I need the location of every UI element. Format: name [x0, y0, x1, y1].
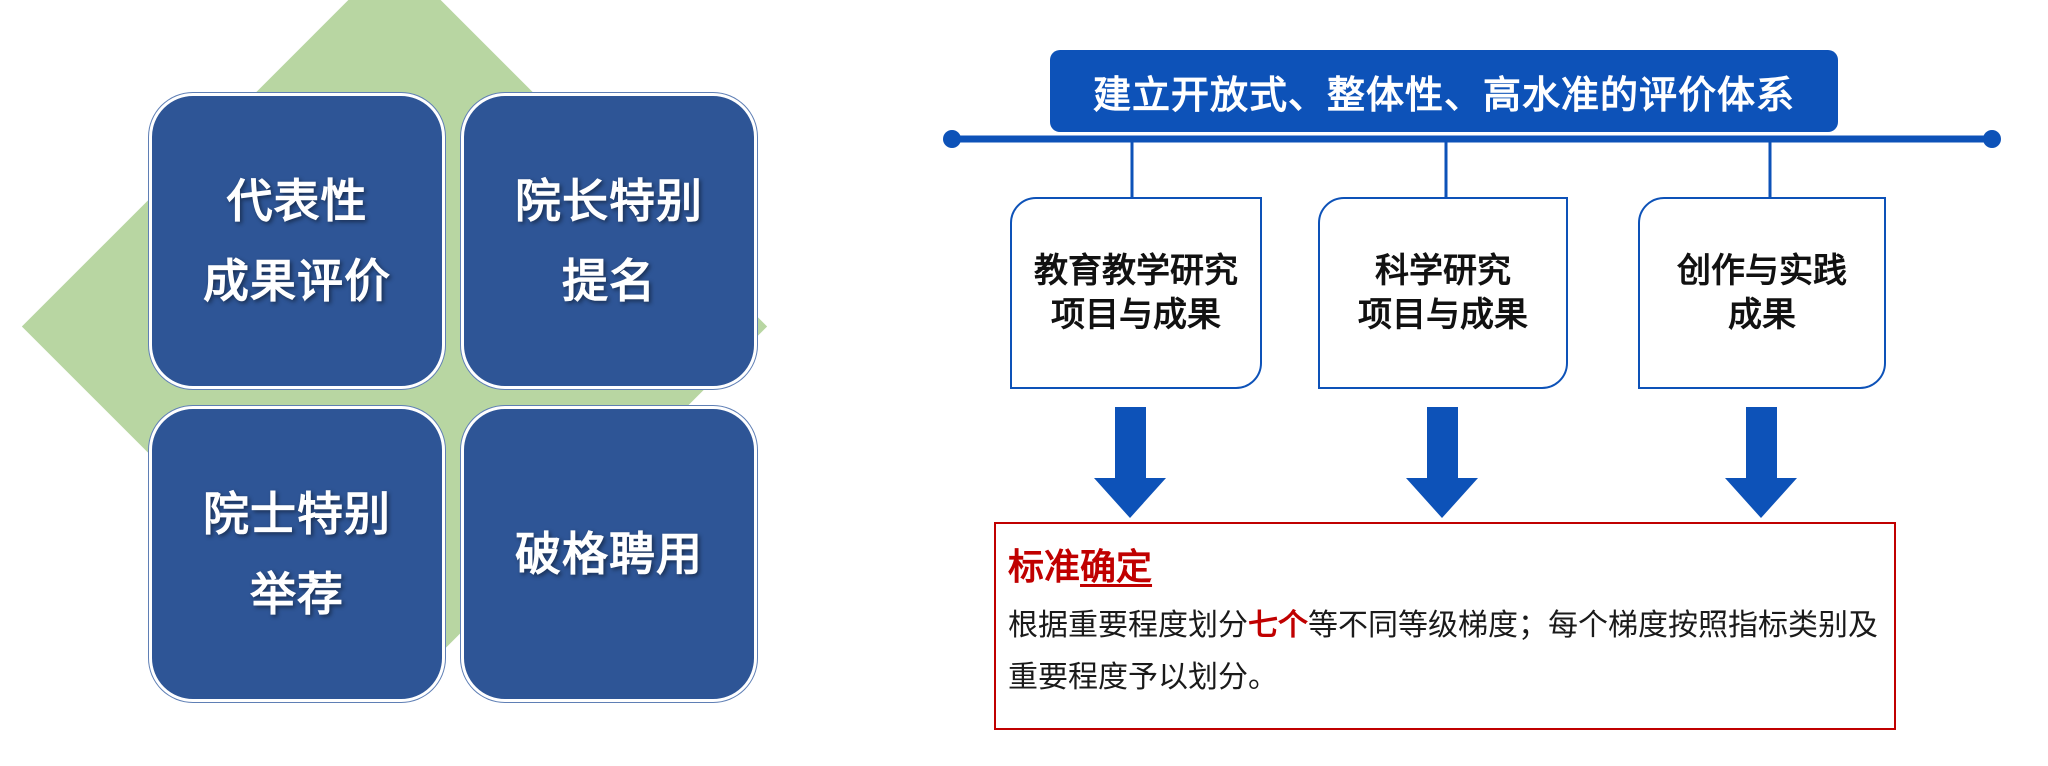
tile-exceptional-hiring: 破格聘用: [461, 406, 757, 702]
tile-label-line2: 提名: [562, 254, 656, 308]
tile-label-line2: 举荐: [250, 567, 344, 621]
tile-representative-achievement: 代表性 成果评价: [149, 93, 445, 389]
standard-title-part2: 确定: [1080, 547, 1153, 588]
category-scientific-research: 科学研究 项目与成果: [1318, 197, 1568, 389]
standard-text-after: 等不同等级梯度；每个梯度按照指标类别及重要程度予以划分。: [1008, 608, 1878, 695]
category-creation-practice: 创作与实践 成果: [1638, 197, 1886, 389]
standard-text-highlight: 七个: [1248, 608, 1308, 643]
tile-label-line1: 院长特别: [515, 174, 703, 228]
tile-academician-recommendation: 院士特别 举荐: [149, 406, 445, 702]
bar-right-end-dot: [1983, 130, 2001, 148]
category-label-line2: 项目与成果: [1051, 295, 1221, 335]
category-label-line1: 创作与实践: [1677, 251, 1847, 291]
down-arrow-1: [1094, 407, 1166, 518]
bar-left-end-dot: [943, 130, 961, 148]
category-education-research: 教育教学研究 项目与成果: [1010, 197, 1262, 389]
category-label-line1: 科学研究: [1375, 251, 1511, 291]
standard-title-part1: 标准: [1008, 547, 1081, 588]
standard-title: 标准确定: [1008, 546, 1882, 590]
tile-label-line2: 成果评价: [203, 254, 391, 308]
category-label-line2: 成果: [1728, 295, 1796, 335]
category-label-line2: 项目与成果: [1358, 295, 1528, 335]
quad-diagram: 代表性 成果评价 院长特别 提名 院士特别 举荐 破格聘用: [0, 0, 900, 766]
tile-label-line1: 破格聘用: [515, 527, 703, 581]
tile-label-line1: 院士特别: [203, 487, 391, 541]
tile-label-line1: 代表性: [226, 174, 368, 228]
down-arrow-3: [1725, 407, 1797, 518]
header-bar-title: 建立开放式、整体性、高水准的评价体系: [1050, 50, 1838, 132]
evaluation-system-diagram: 建立开放式、整体性、高水准的评价体系 教育教学研究 项目与成果 科学研究 项目与…: [940, 0, 2048, 766]
down-arrow-2: [1406, 407, 1478, 518]
standard-text-before: 根据重要程度划分: [1008, 608, 1248, 643]
category-label-line1: 教育教学研究: [1034, 251, 1238, 291]
standard-definition-box: 标准确定 根据重要程度划分七个等不同等级梯度；每个梯度按照指标类别及重要程度予以…: [994, 522, 1896, 730]
tile-dean-nomination: 院长特别 提名: [461, 93, 757, 389]
standard-description: 根据重要程度划分七个等不同等级梯度；每个梯度按照指标类别及重要程度予以划分。: [1008, 600, 1882, 704]
